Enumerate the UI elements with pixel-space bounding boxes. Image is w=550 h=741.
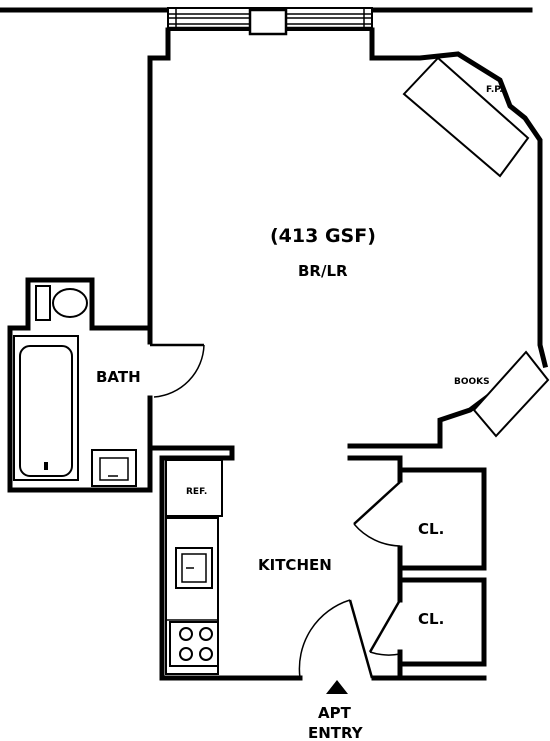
closet-upper-door (353, 481, 401, 547)
toilet (35, 285, 88, 321)
closet-upper-label: CL. (418, 520, 444, 538)
kitchen-walls (159, 445, 487, 681)
closet-lower-door (368, 599, 402, 656)
closet-walls (347, 455, 487, 681)
area-label: (413 GSF) (270, 225, 376, 247)
refrigerator-label: REF. (186, 487, 207, 497)
kitchen-sink (175, 547, 213, 589)
bathroom-walls (7, 277, 153, 493)
bath-sink (91, 449, 137, 487)
entry-label-line2: ENTRY (308, 724, 364, 741)
closet-lower-label: CL. (418, 610, 444, 628)
window (167, 7, 373, 36)
fireplace: F.P. (402, 56, 530, 178)
stove (169, 621, 219, 667)
bathtub (13, 335, 79, 481)
fireplace-label: F.P. (486, 85, 503, 95)
kitchen-label: KITCHEN (258, 556, 332, 574)
books-label: BOOKS (454, 377, 490, 387)
entry-label-line1: APT (318, 704, 352, 722)
main-room-label: BR/LR (298, 262, 348, 280)
entry-door (298, 599, 374, 679)
entry-arrow-icon (326, 680, 348, 694)
bath-door (150, 343, 205, 398)
bookshelf: BOOKS (454, 350, 550, 438)
bath-label: BATH (96, 368, 141, 386)
